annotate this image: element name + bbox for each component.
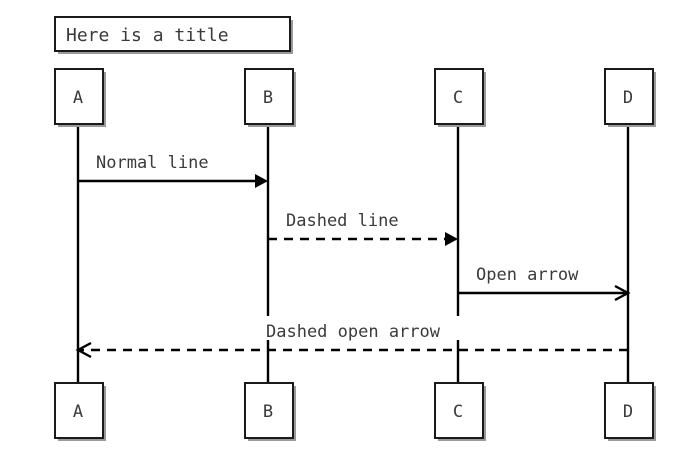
participant-box-a-top[interactable] bbox=[54, 68, 104, 125]
dashed-open-arrow-message-arrowhead-open bbox=[75, 341, 92, 359]
participant-box-c-top[interactable] bbox=[434, 68, 484, 125]
participant-box-d-top[interactable] bbox=[604, 68, 654, 125]
dashed-line-message[interactable]: Dashed line bbox=[268, 211, 458, 246]
title-text: Here is a title bbox=[66, 25, 229, 46]
participants-layer: A A B B C C D D bbox=[54, 68, 656, 441]
normal-line-message[interactable]: Normal line bbox=[78, 153, 268, 188]
title-box bbox=[54, 16, 291, 52]
open-arrow-message-label: Open arrow bbox=[476, 265, 579, 285]
open-arrow-message[interactable]: Open arrow bbox=[458, 265, 631, 302]
participant-label-d-bottom: D bbox=[623, 402, 633, 422]
participant-label-b-top: B bbox=[263, 88, 273, 108]
dashed-open-arrow-message[interactable]: Dashed open arrow bbox=[75, 322, 628, 359]
participant-label-d-top: D bbox=[623, 88, 633, 108]
participant-label-a-top: A bbox=[73, 88, 83, 108]
lifelines-layer bbox=[76, 124, 630, 383]
participant-label-b-bottom: B bbox=[263, 402, 273, 422]
participant-box-b-top[interactable] bbox=[244, 68, 294, 125]
participant-box-d-bottom[interactable] bbox=[604, 382, 654, 439]
participant-box-b-bottom[interactable] bbox=[244, 382, 294, 439]
open-arrow-message-arrowhead-open bbox=[614, 284, 631, 302]
participant-label-c-top: C bbox=[453, 88, 463, 108]
dashed-line-message-arrowhead-filled bbox=[445, 232, 458, 246]
participant-box-c-bottom[interactable] bbox=[434, 382, 484, 439]
participant-label-c-bottom: C bbox=[453, 402, 463, 422]
normal-line-message-arrowhead-filled bbox=[255, 174, 268, 188]
normal-line-message-label: Normal line bbox=[96, 153, 209, 173]
dashed-open-arrow-message-label: Dashed open arrow bbox=[266, 322, 441, 342]
dashed-line-message-label: Dashed line bbox=[286, 211, 399, 231]
participant-label-a-bottom: A bbox=[73, 402, 83, 422]
diagram-title: Here is a title bbox=[54, 16, 293, 54]
participant-box-a-bottom[interactable] bbox=[54, 382, 104, 439]
